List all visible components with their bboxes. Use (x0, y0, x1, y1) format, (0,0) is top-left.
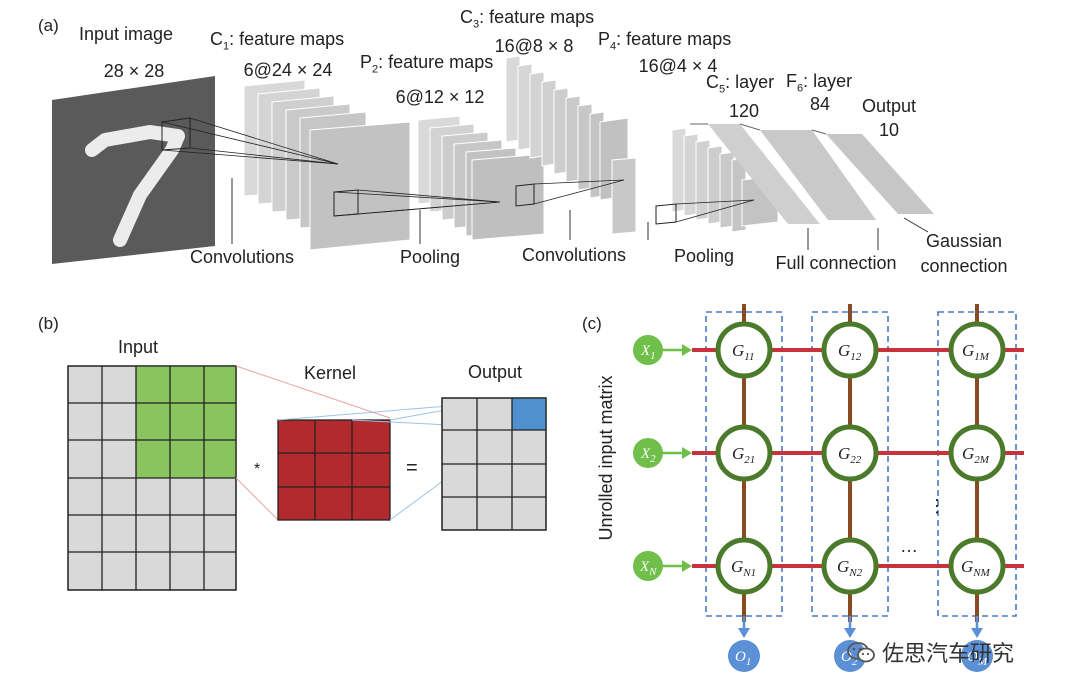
panel-a-tag: (a) (38, 16, 59, 35)
op-pooling-1: Pooling (399, 247, 461, 267)
output-arrows (738, 616, 983, 638)
node-gn1 (715, 537, 773, 595)
op-pooling-2: Pooling (673, 246, 735, 266)
output-grid-label: Output (467, 362, 523, 382)
kernel-grid (277, 419, 391, 521)
c3-size: 16@8 × 8 (494, 36, 574, 56)
input-x1 (633, 335, 663, 365)
c1-label: C1: feature maps (210, 29, 345, 53)
node-gn1-label: GN1 (731, 557, 756, 579)
output-o2-label: O2 (841, 649, 858, 668)
op-gaussian: Gaussian (925, 231, 1003, 251)
node-g21-label: G21 (732, 444, 755, 466)
c3-feature-maps (505, 55, 637, 235)
op-convolutions-1: Convolutions (189, 247, 295, 267)
full-connection-layers (690, 123, 934, 224)
output-om-label: OM (967, 649, 988, 668)
input-grid (67, 365, 237, 591)
node-g21 (715, 424, 773, 482)
node-g11-label: G11 (732, 341, 754, 363)
f6-size: 84 (809, 94, 831, 114)
p2-label: P2: feature maps (360, 52, 494, 76)
node-g2m (948, 424, 1006, 482)
p4-label: P4: feature maps (598, 29, 732, 53)
input-xn-label: XN (639, 559, 657, 578)
output-om (961, 640, 993, 672)
output-o1-label: O1 (735, 649, 751, 668)
kernel-label: Kernel (303, 363, 357, 383)
wechat-icon (846, 640, 876, 664)
node-g12-label: G12 (838, 341, 862, 363)
c3-label: C3: feature maps (460, 7, 595, 31)
input-image-size: 28 × 28 (103, 61, 165, 81)
node-g22-label: G22 (838, 444, 862, 466)
input-grid-label: Input (117, 337, 159, 357)
input-kernel-projection (235, 365, 391, 521)
equals-symbol: = (406, 457, 418, 479)
node-g2m-label: G2M (962, 444, 990, 466)
c1-feature-maps (161, 79, 411, 251)
horizontal-ellipsis: … (900, 536, 918, 556)
f6-label: F6: layer (786, 71, 853, 95)
op-ticks (231, 178, 929, 250)
c1-size: 6@24 × 24 (243, 60, 333, 80)
panel-b-tag: (b) (38, 314, 59, 333)
op-full-connection: Full connection (775, 253, 897, 273)
input-arrows (662, 344, 692, 572)
output-o1 (728, 640, 760, 672)
c5-size: 120 (728, 101, 760, 121)
conductance-nodes (715, 321, 1006, 595)
input-x1-label: X1 (640, 343, 656, 362)
p4-size: 16@4 × 4 (638, 56, 718, 76)
node-gnm-label: GNM (961, 557, 991, 579)
node-g22 (821, 424, 879, 482)
node-g1m (948, 321, 1006, 379)
op-connection: connection (920, 256, 1008, 276)
p2-feature-maps (333, 115, 545, 241)
watermark-text: 佐思汽车研究 (882, 641, 1015, 666)
input-image-title: Input image (78, 24, 174, 44)
input-x2 (633, 438, 663, 468)
node-gn2 (821, 537, 879, 595)
output-grid (441, 397, 547, 531)
node-g12 (821, 321, 879, 379)
c5-label: C5: layer (706, 72, 775, 96)
output-title: Output (861, 96, 917, 116)
node-g11 (715, 321, 773, 379)
node-gn2-label: GN2 (837, 557, 863, 579)
node-gnm (948, 537, 1006, 595)
input-image (52, 76, 215, 264)
output-size: 10 (878, 120, 900, 140)
op-convolutions-2: Convolutions (521, 245, 627, 265)
multiply-symbol: * (254, 461, 261, 478)
panel-c-tag: (c) (582, 314, 602, 333)
p2-size: 6@12 × 12 (395, 87, 485, 107)
vertical-ellipsis: ⋮ (928, 496, 946, 516)
input-xn (633, 551, 663, 581)
node-g1m-label: G1M (962, 341, 990, 363)
watermark: 佐思汽车研究 (846, 636, 1014, 668)
input-x2-label: X2 (640, 446, 656, 465)
